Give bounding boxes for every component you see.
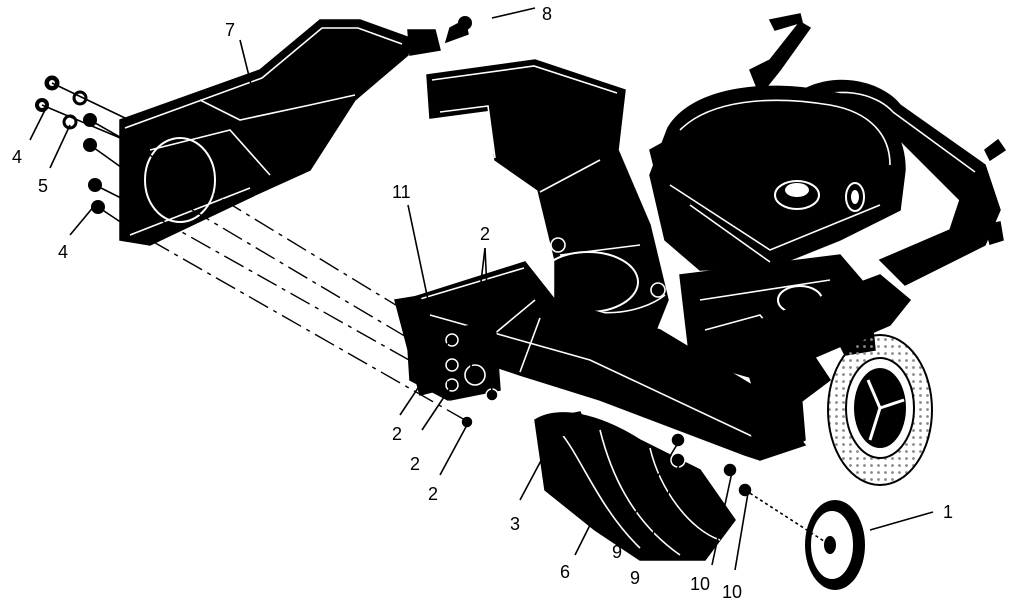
rear-wheel <box>827 334 933 486</box>
callout-2d: 2 <box>428 484 438 504</box>
callout-10b: 10 <box>722 582 742 602</box>
chute-deflector <box>119 19 441 246</box>
callout-4a: 4 <box>12 147 22 167</box>
discharge-chute <box>426 59 669 361</box>
engine <box>649 85 906 381</box>
callout-4b: 4 <box>58 242 68 262</box>
callout-5: 5 <box>38 176 48 196</box>
callout-labels: 1 2 2 2 2 3 4 4 5 6 7 8 9 9 10 10 11 <box>12 4 953 602</box>
callout-11: 11 <box>392 182 411 202</box>
callout-leaders <box>29 7 934 571</box>
callout-9a: 9 <box>612 542 622 562</box>
left-fasteners <box>35 75 126 226</box>
callout-10a: 10 <box>690 574 710 594</box>
callout-2a: 2 <box>480 224 490 244</box>
callout-1: 1 <box>943 502 953 522</box>
front-wheel <box>744 489 865 590</box>
callout-9b: 9 <box>630 568 640 588</box>
callout-7: 7 <box>225 20 235 40</box>
callout-2b: 2 <box>392 424 402 444</box>
screw-8 <box>444 16 472 44</box>
callout-2c: 2 <box>410 454 420 474</box>
alignment-lines <box>124 139 466 421</box>
callout-3: 3 <box>510 514 520 534</box>
auger-housing <box>394 261 807 561</box>
callout-8: 8 <box>542 4 552 24</box>
callout-6: 6 <box>560 562 570 582</box>
